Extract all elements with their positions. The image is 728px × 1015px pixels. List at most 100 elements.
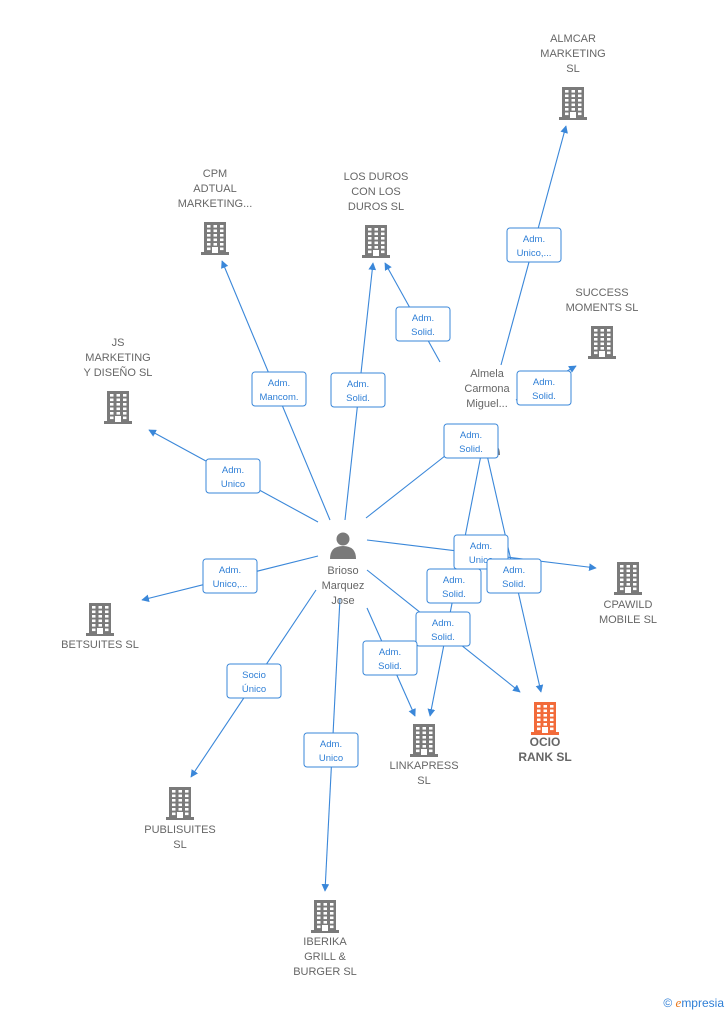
relation-text-line: Solid. [459, 444, 483, 455]
edge-r4 [365, 451, 451, 519]
relation-text-line: Adm. [470, 541, 492, 552]
building-icon [588, 326, 616, 359]
relation-text-line: Adm. [320, 739, 342, 750]
node-label-line: GRILL & [304, 951, 346, 963]
relation-label-r5[interactable]: Adm. Mancom. [251, 371, 307, 407]
node-label-line: Almela [470, 368, 505, 380]
node-cpm[interactable]: CPMADTUALMARKETING... [178, 168, 253, 255]
relation-text-line: Solid. [532, 391, 556, 402]
node-label-line: PUBLISUITES [144, 824, 216, 836]
relation-text-line: Adm. [460, 430, 482, 441]
building-icon [531, 702, 559, 735]
node-iberika[interactable]: IBERIKA GRILL & BURGER SL [293, 900, 357, 978]
node-label-line: Miguel... [466, 398, 508, 410]
relation-label-r13[interactable]: Adm. Solid. [362, 640, 418, 676]
relation-text-line: Solid. [502, 579, 526, 590]
brand-logo-text: mpresia [681, 996, 724, 1010]
relation-text-line: Mancom. [259, 392, 298, 403]
relation-text-line: Solid. [411, 327, 435, 338]
relation-text-line: Socio [242, 670, 266, 681]
node-label-line: MARKETING... [178, 198, 253, 210]
node-linkapress[interactable]: LINKAPRESS SL [389, 724, 459, 787]
node-label-line: Brioso [327, 565, 358, 577]
node-label-line: LOS DUROS [344, 171, 409, 183]
relation-label-r4[interactable]: Adm. Solid. [443, 423, 499, 459]
relation-label-r2[interactable]: Adm. Solid. [395, 306, 451, 342]
node-success[interactable]: SUCCESS MOMENTS SL [566, 287, 639, 359]
relation-text-line: Único [242, 684, 266, 695]
relation-text-line: Adm. [503, 565, 525, 576]
relation-label-r8[interactable]: Adm. Unico,... [202, 558, 258, 594]
relation-text-line: Adm. [222, 465, 244, 476]
node-label-line: DUROS SL [348, 201, 404, 213]
node-label-line: MARKETING [540, 48, 605, 60]
building-icon [86, 603, 114, 636]
node-label-line: ADTUAL [193, 183, 236, 195]
relation-text-line: Unico [221, 479, 245, 490]
relations-layer: Adm. Unico,... Adm. Solid. Adm. Solid. Adm. Sol… [202, 227, 572, 768]
building-icon [559, 87, 587, 120]
node-label-line: SUCCESS [575, 287, 628, 299]
node-label-line: BETSUITES SL [61, 639, 139, 651]
node-almcar[interactable]: ALMCAR MARKETING SL [540, 33, 606, 120]
relation-text-line: Adm. [347, 379, 369, 390]
node-label-line: BURGER SL [293, 966, 357, 978]
relation-label-r10[interactable]: Adm.Solid. [426, 568, 482, 604]
relation-text-line: Solid. [378, 661, 402, 672]
relation-label-r1[interactable]: Adm.Unico,... [506, 227, 562, 263]
node-label-line: ALMCAR [550, 33, 596, 45]
node-label-line: Carmona [464, 383, 510, 395]
building-icon [311, 900, 339, 933]
node-label-line: CPAWILD [604, 599, 653, 611]
relation-text-line: Unico,... [213, 579, 248, 590]
node-cpawild[interactable]: CPAWILD MOBILE SL [599, 562, 657, 626]
node-label-line: Marquez [322, 580, 365, 592]
node-label-line: SL [173, 839, 186, 851]
node-betsuites[interactable]: BETSUITES SL [61, 603, 139, 651]
building-icon [614, 562, 642, 595]
relation-label-r6[interactable]: Adm. Solid. [330, 372, 386, 408]
node-label-line: MOBILE SL [599, 614, 657, 626]
node-label-line: MARKETING [85, 352, 150, 364]
nodes-layer: ALMCARMARKETINGSLCPMADTUALMARKETING...LO… [61, 33, 657, 978]
relation-text-line: Adm. [268, 378, 290, 389]
relation-text-line: Adm. [219, 565, 241, 576]
brand-logo-e: e [675, 995, 682, 1010]
node-js[interactable]: JS MARKETING Y DISEÑO SL [84, 337, 153, 424]
node-label-line: RANK SL [518, 750, 571, 764]
node-label-line: Jose [331, 595, 354, 607]
node-losduros[interactable]: LOS DUROS CON LOS DUROS SL [344, 171, 409, 258]
node-label-line: Y DISEÑO SL [84, 366, 153, 379]
building-icon [201, 222, 229, 255]
relation-text-line: Adm. [443, 575, 465, 586]
relation-text-line: Adm. [379, 647, 401, 658]
relation-text-line: Adm. [412, 313, 434, 324]
copyright-symbol: © [663, 996, 673, 1010]
node-label-line: SL [566, 63, 579, 75]
relation-text-line: Solid. [431, 632, 455, 643]
relation-text-line: Unico [319, 753, 343, 764]
node-label-line: JS [112, 337, 125, 349]
node-label-line: MOMENTS SL [566, 302, 639, 314]
node-label-line: IBERIKA [303, 936, 347, 948]
relation-text-line: Adm. [432, 618, 454, 629]
relation-label-r7[interactable]: Adm. Unico [205, 458, 261, 494]
relation-text-line: Solid. [346, 393, 370, 404]
relation-label-r15[interactable]: Adm. Unico [303, 732, 359, 768]
relation-text-line: Adm. [523, 234, 545, 245]
relation-label-r3[interactable]: Adm. Solid. [516, 370, 572, 406]
node-label-line: CON LOS [351, 186, 401, 198]
footer-brand: © empresia [663, 995, 724, 1011]
node-label-line: SL [417, 775, 430, 787]
relation-text-line: Adm. [533, 377, 555, 388]
relation-label-r12[interactable]: Adm. Solid. [415, 611, 471, 647]
relation-label-r11[interactable]: Adm. Solid. [486, 558, 542, 594]
node-publisuites[interactable]: PUBLISUITES SL [144, 787, 216, 851]
node-label-line: LINKAPRESS [389, 760, 458, 772]
building-icon [410, 724, 438, 757]
building-icon [362, 225, 390, 258]
